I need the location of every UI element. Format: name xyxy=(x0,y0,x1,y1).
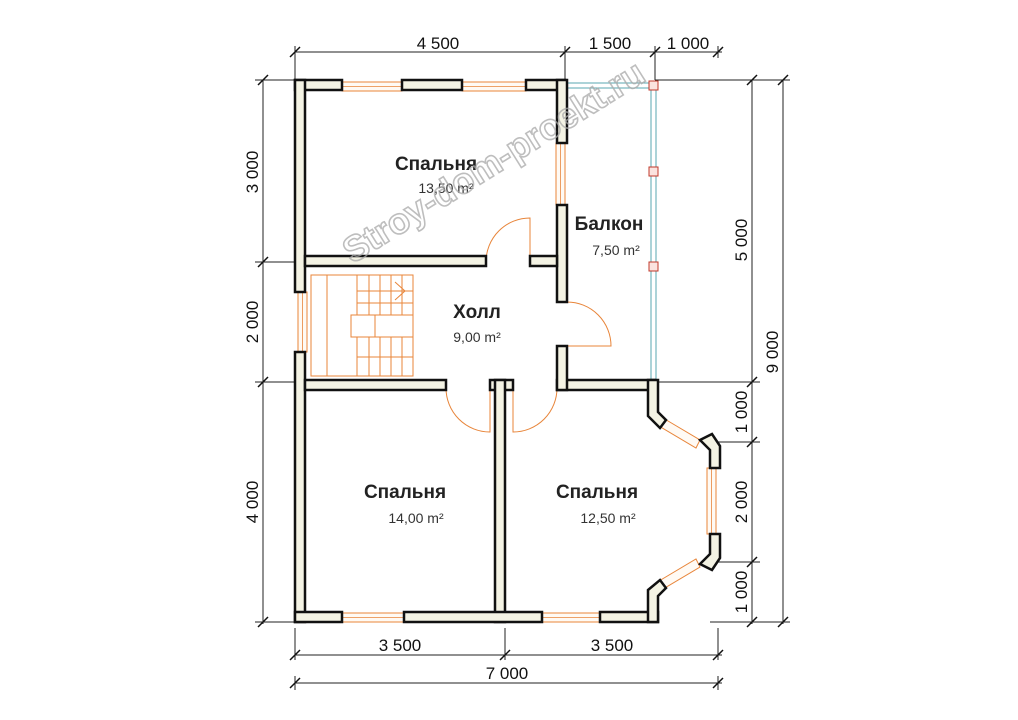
staircase xyxy=(310,274,414,377)
room-name: Спальня xyxy=(395,154,477,175)
dim-bottom-total: 7 000 xyxy=(486,664,529,683)
dim-right-2: 1 000 xyxy=(732,391,751,434)
dim-top-1: 4 500 xyxy=(417,34,460,53)
room-area: 12,50 m² xyxy=(580,510,636,526)
room-name: Холл xyxy=(453,302,501,323)
dim-right-total: 9 000 xyxy=(763,331,782,374)
dimension-ticks xyxy=(257,46,789,689)
window-glazing xyxy=(302,86,712,618)
dim-left-1: 3 000 xyxy=(243,151,262,194)
room-bedroom-bottom-right: Спальня 12,50 m² xyxy=(556,482,638,526)
room-name: Балкон xyxy=(575,214,644,235)
room-balcony: Балкон 7,50 m² xyxy=(575,214,644,258)
room-area: 13,50 m² xyxy=(418,180,474,196)
room-area: 14,00 m² xyxy=(388,510,444,526)
balcony-posts xyxy=(648,80,659,272)
door-swings xyxy=(445,217,612,433)
dim-bottom-2: 3 500 xyxy=(591,636,634,655)
room-area: 9,00 m² xyxy=(453,329,501,345)
dim-right-4: 1 000 xyxy=(732,571,751,614)
room-area: 7,50 m² xyxy=(592,242,640,258)
room-bedroom-top: Спальня 13,50 m² xyxy=(395,154,477,196)
walls xyxy=(293,78,722,624)
dim-left-2: 2 000 xyxy=(243,301,262,344)
dim-right-3: 2 000 xyxy=(732,481,751,524)
dim-right-1: 5 000 xyxy=(732,219,751,262)
balcony-railing xyxy=(565,82,657,382)
dim-top-3: 1 000 xyxy=(667,34,710,53)
dim-left-3: 4 000 xyxy=(243,481,262,524)
dim-top-2: 1 500 xyxy=(589,34,632,53)
room-name: Спальня xyxy=(364,482,446,503)
dim-bottom-1: 3 500 xyxy=(379,636,422,655)
room-name: Спальня xyxy=(556,482,638,503)
room-bedroom-bottom-left: Спальня 14,00 m² xyxy=(364,482,446,526)
room-hall: Холл 9,00 m² xyxy=(453,302,501,345)
